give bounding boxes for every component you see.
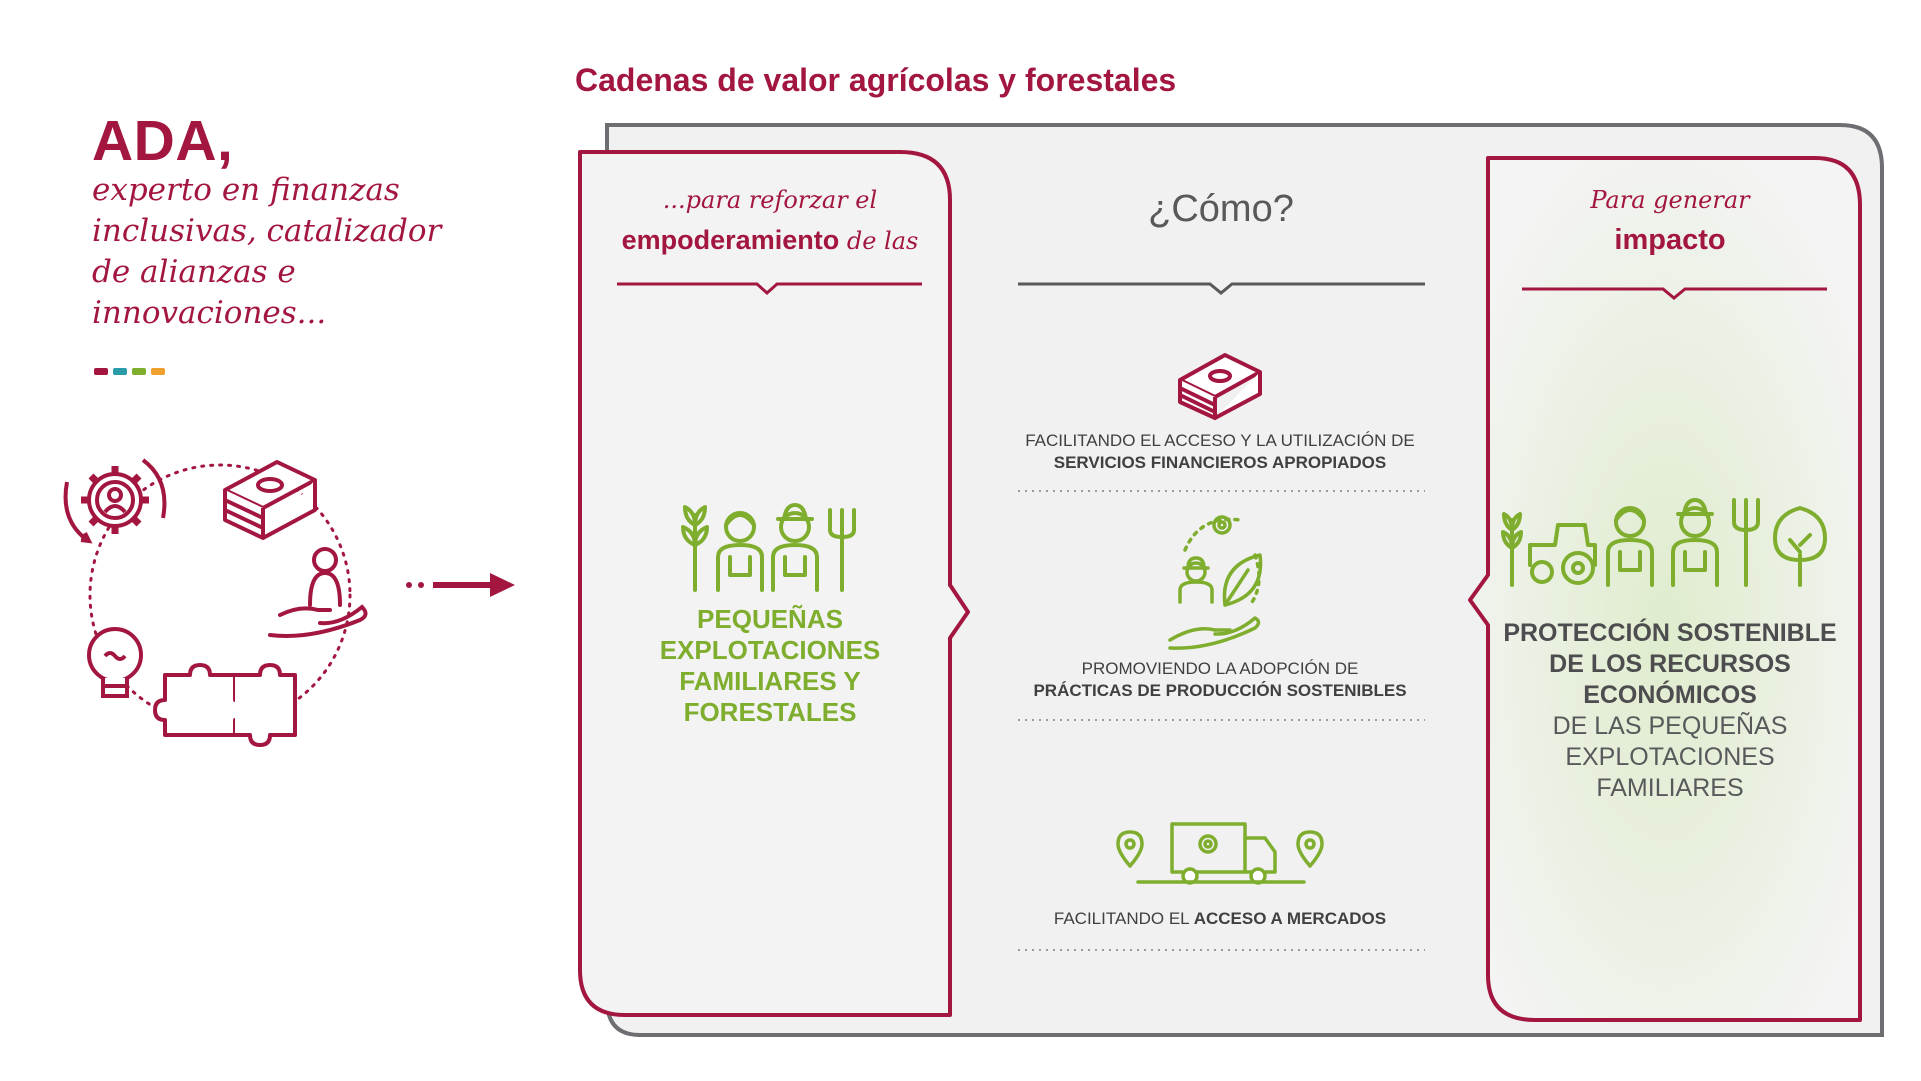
middle-item-markets: FACILITANDO EL ACCESO A MERCADOS (1010, 908, 1430, 930)
farmers-icon (681, 503, 856, 592)
middle-item-bold: PRÁCTICAS DE PRODUCCIÓN SOSTENIBLES (1033, 681, 1407, 700)
money-stack-icon (223, 460, 317, 540)
right-panel (1468, 156, 1862, 1022)
ada-cycle-graphic (63, 458, 368, 747)
color-dot (151, 368, 165, 375)
left-heading-bold: empoderamiento (621, 225, 840, 255)
right-label-bold: PROTECCIÓN SOSTENIBLE DE LOS RECURSOS EC… (1503, 619, 1837, 709)
middle-item-text: PROMOVIENDO LA ADOPCIÓN DE (1081, 659, 1359, 678)
middle-item-text: FACILITANDO EL (1053, 909, 1189, 928)
ada-subtitle: experto en finanzas inclusivas, cataliza… (92, 172, 442, 331)
right-label-rest: DE LAS PEQUEÑAS EXPLOTACIONES FAMILIARES (1552, 712, 1788, 802)
color-dot (132, 368, 146, 375)
impact-icons (1501, 498, 1827, 587)
right-heading-bold: impacto (1614, 224, 1726, 256)
color-dot (113, 368, 127, 375)
gear-person-icon (63, 458, 167, 544)
middle-item-text: FACILITANDO EL ACCESO Y LA UTILIZACIÓN D… (1025, 431, 1415, 450)
ada-title: ADA, (92, 109, 234, 173)
left-underline (617, 282, 922, 296)
mid-underline (1018, 282, 1425, 295)
puzzle-icon (153, 663, 297, 747)
right-label: PROTECCIÓN SOSTENIBLE DE LOS RECURSOS EC… (1495, 618, 1845, 804)
left-heading-suffix: de las (846, 227, 919, 255)
right-heading-prefix: Para generar (1590, 186, 1750, 214)
color-dot (94, 368, 108, 375)
middle-item-bold: SERVICIOS FINANCIEROS APROPIADOS (1053, 453, 1387, 472)
middle-item-finance: FACILITANDO EL ACCESO Y LA UTILIZACIÓN D… (1010, 430, 1430, 474)
color-dots (94, 368, 165, 375)
chain-title: Cadenas de valor agrícolas y forestales (575, 62, 1177, 98)
right-underline (1522, 287, 1827, 300)
left-heading-prefix: ...para reforzar el (662, 186, 878, 214)
woman-in-hand-icon (268, 547, 368, 638)
farmer-leaf-hand-icon (1168, 515, 1263, 650)
right-heading: Para generar impacto (1520, 180, 1820, 260)
middle-item-practices: PROMOVIENDO LA ADOPCIÓN DE PRÁCTICAS DE … (1010, 658, 1430, 702)
flow-arrow (406, 573, 515, 597)
left-heading: ...para reforzar el empoderamiento de la… (590, 180, 950, 261)
left-label: PEQUEÑAS EXPLOTACIONES FAMILIARES Y FORE… (659, 604, 881, 727)
money-stack-icon (1178, 353, 1262, 420)
middle-item-bold: ACCESO A MERCADOS (1193, 909, 1387, 928)
light-bulb-icon (87, 627, 143, 698)
delivery-truck-icon (1116, 822, 1324, 885)
middle-heading: ¿Cómo? (1148, 188, 1294, 230)
